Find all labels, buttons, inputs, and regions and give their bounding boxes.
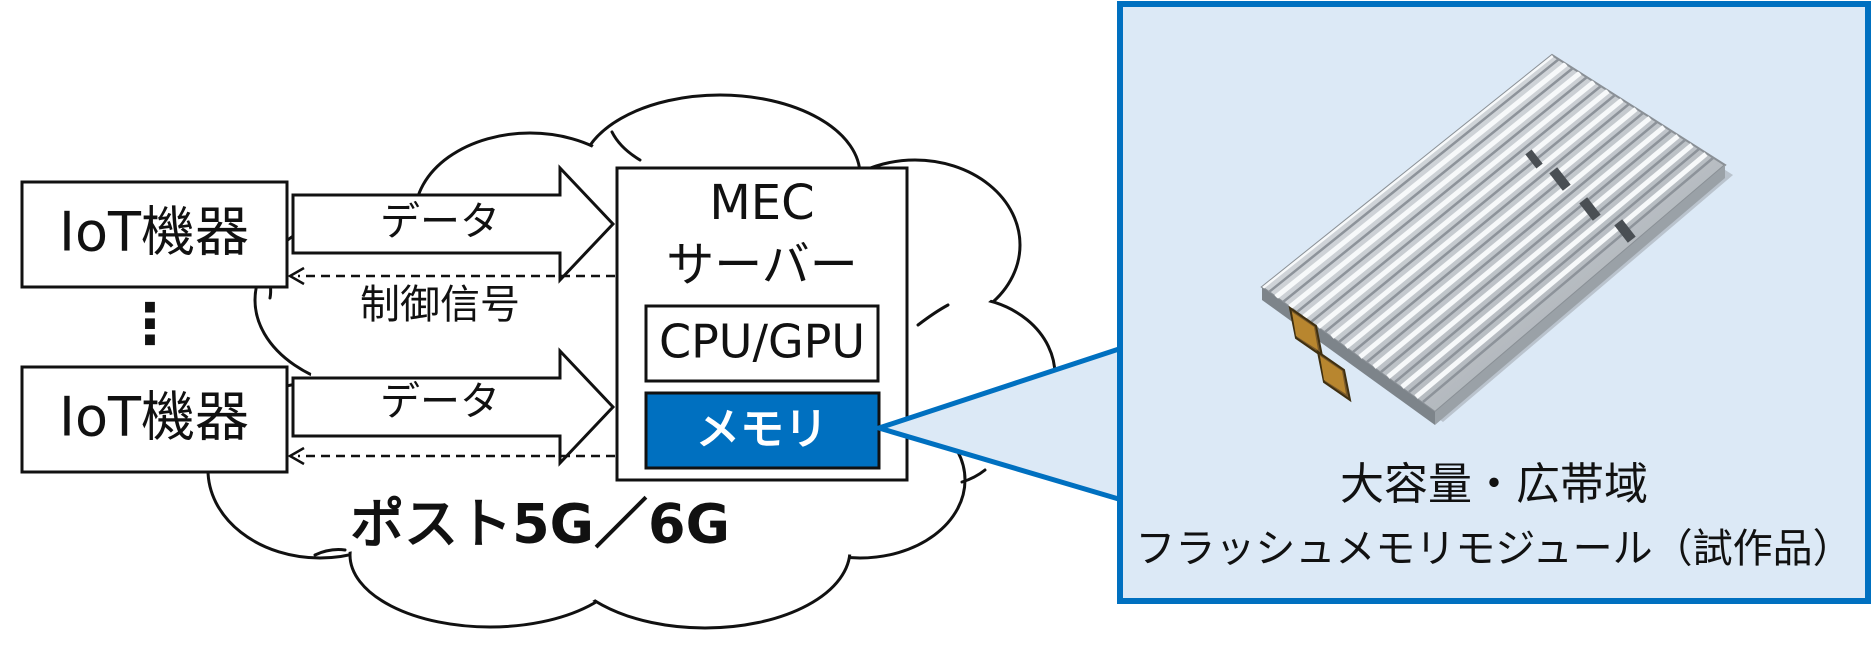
flash-module-image [1260,53,1733,425]
data-arrow-1: データ [291,164,616,284]
server-title-line2: サーバー [666,237,858,293]
iot-device-2-label: IoT機器 [59,386,249,449]
callout-caption-line2: フラッシュメモリモジュール（試作品） [1135,526,1852,572]
iot-device-2: IoT機器 [20,365,289,474]
data-arrow-2-label: データ [380,379,500,425]
control-signal-label: 制御信号 [360,282,520,328]
callout-pointer [879,348,1122,500]
server-title-line1: MEC [709,175,814,231]
iot-device-1-label: IoT機器 [59,201,249,264]
device-ellipsis: ⋮ [122,292,178,357]
memory-label: メモリ [696,404,828,455]
mec-server: MEC サーバー CPU/GPU メモリ [615,166,909,482]
memory-box [644,391,881,470]
cpu-gpu-box [644,304,880,383]
data-arrow-2: データ [291,347,616,467]
iot-device-1: IoT機器 [20,180,289,289]
data-arrow-1-label: データ [380,199,500,245]
cpu-gpu-label: CPU/GPU [659,315,865,369]
callout-caption-line1: 大容量・広帯域 [1340,459,1648,510]
callout-pointer-outline [870,345,1123,503]
control-arrow-2 [287,446,615,466]
network-label: ポスト5G／6G [350,493,730,556]
control-signal-arrow: 制御信号 [287,266,615,328]
